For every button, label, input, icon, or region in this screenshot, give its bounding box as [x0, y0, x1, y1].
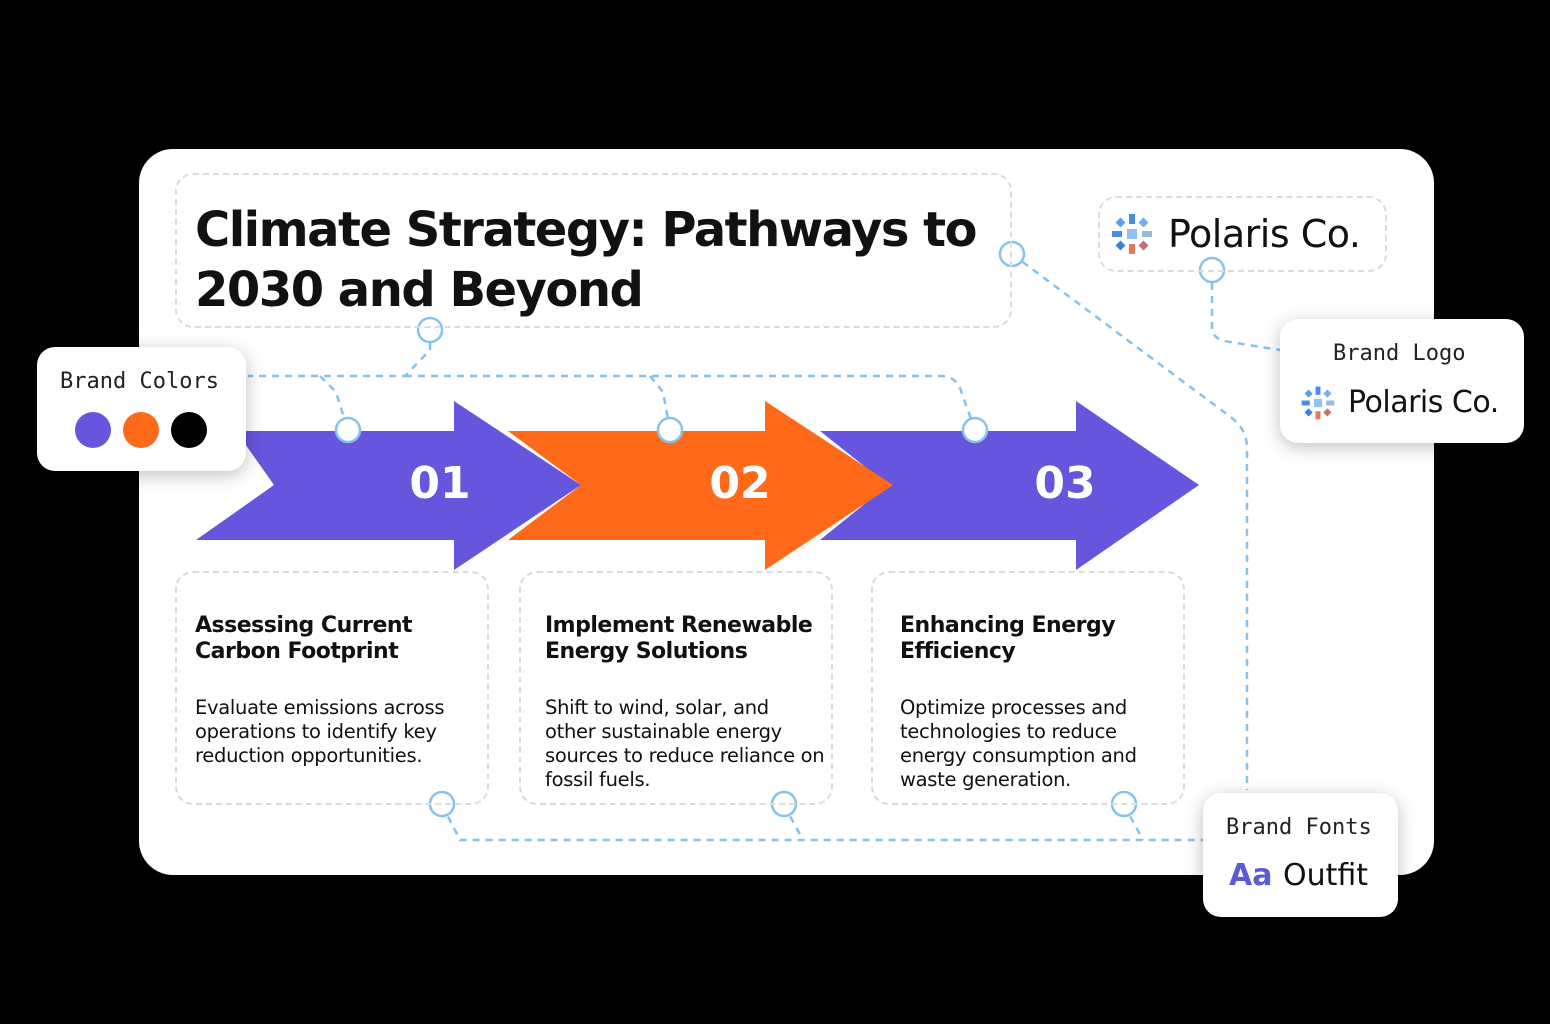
step-arrow-3 [820, 401, 1199, 570]
brand-logo-card[interactable]: Brand Logo Polaris Co. [1280, 319, 1524, 443]
step-number-2: 02 [709, 458, 771, 509]
brand-font-name: Outfit [1283, 858, 1369, 893]
step-card-2 [519, 571, 833, 805]
step-description-3: Optimize processes and technologies to r… [900, 696, 1137, 791]
connector-title-fonts [1011, 252, 1249, 790]
step-title-3: Enhancing Energy Efficiency [900, 613, 1116, 664]
title-frame [175, 173, 1012, 328]
step-card-3 [871, 571, 1185, 805]
brand-fonts-label: Brand Fonts [1226, 815, 1372, 840]
step-arrow-1 [196, 401, 581, 570]
connector-step2-top [649, 375, 672, 431]
step-description-1: Evaluate emissions across operations to … [195, 696, 445, 767]
step-number-3: 03 [1034, 458, 1096, 509]
color-swatch-purple[interactable] [75, 412, 111, 448]
node-title-bottom [416, 316, 444, 344]
logo-frame [1098, 196, 1387, 272]
connector-bottom-rail [440, 804, 1205, 842]
step-title-2: Implement Renewable Energy Solutions [545, 613, 813, 664]
step-number-1: 01 [409, 458, 471, 509]
brand-fonts-card[interactable]: Brand Fonts Aa Outfit [1203, 793, 1398, 917]
node-step1-top [334, 416, 362, 444]
polaris-star-icon [1112, 214, 1152, 254]
connector-top-rail [405, 374, 977, 431]
brand-logo-label: Brand Logo [1333, 341, 1466, 366]
company-logo: Polaris Co. [1110, 208, 1361, 260]
connector-title-colors [248, 330, 432, 378]
brand-logo-name: Polaris Co. [1348, 385, 1499, 420]
step-description-2: Shift to wind, solar, and other sustaina… [545, 696, 825, 791]
brand-colors-label: Brand Colors [60, 369, 219, 394]
step-title-1: Assessing Current Carbon Footprint [195, 613, 413, 664]
font-sample-icon: Aa [1229, 858, 1273, 893]
step-arrow-2 [508, 401, 893, 570]
connector-logo [1210, 270, 1281, 352]
polaris-star-icon [1301, 386, 1335, 420]
color-swatch-orange[interactable] [123, 412, 159, 448]
node-step3-top [961, 416, 989, 444]
color-swatch-black[interactable] [171, 412, 207, 448]
node-title-right [998, 240, 1026, 268]
node-step2-top [656, 416, 684, 444]
page-title: Climate Strategy: Pathways to 2030 and B… [195, 202, 978, 318]
brand-colors-card[interactable]: Brand Colors [37, 347, 246, 471]
company-name: Polaris Co. [1168, 212, 1361, 256]
step-card-1 [175, 571, 489, 805]
